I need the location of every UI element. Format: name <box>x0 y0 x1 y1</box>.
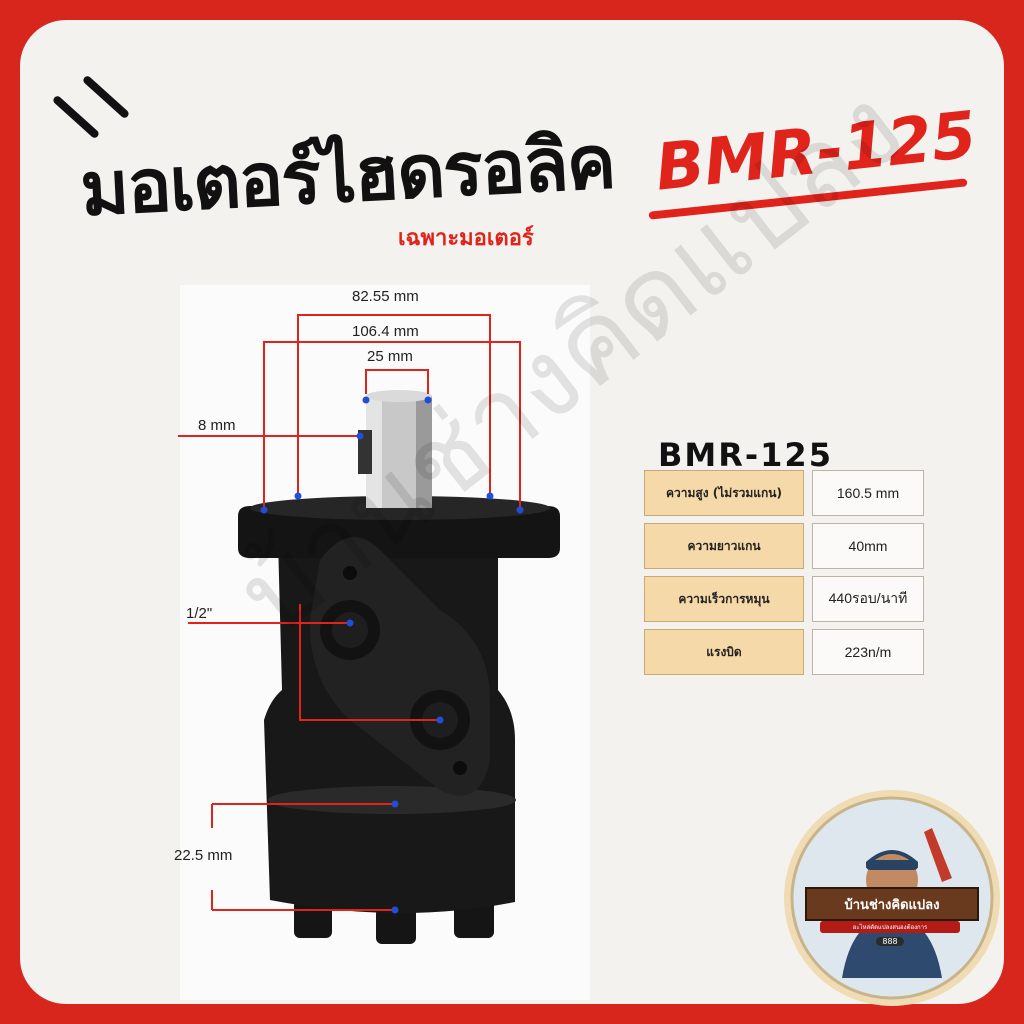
spec-heading: BMR-125 <box>658 436 833 474</box>
spec-label: ความสูง (ไม่รวมแกน) <box>644 470 804 516</box>
dim-port-size: 1/2" <box>186 605 213 622</box>
dimension-lines <box>178 314 521 911</box>
dimension-points <box>260 396 524 914</box>
subtitle: เฉพาะมอเตอร์ <box>398 226 534 251</box>
product-card: มอเตอร์ไฮดรอลิค BMR-125 เฉพาะมอเตอร์ <box>20 20 1004 1004</box>
logo-number: 888 <box>876 937 904 946</box>
dim-top-width: 82.55 mm <box>352 288 419 305</box>
spec-value: 223n/m <box>812 629 924 675</box>
dim-flange-width: 106.4 mm <box>352 323 419 340</box>
spec-row: ความยาวแกน 40mm <box>644 523 924 569</box>
spec-value: 160.5 mm <box>812 470 924 516</box>
spec-value: 40mm <box>812 523 924 569</box>
spec-label: ความยาวแกน <box>644 523 804 569</box>
motor-illustration <box>178 314 560 944</box>
spec-row: แรงบิด 223n/m <box>644 629 924 675</box>
logo-banner: บ้านช่างคิดแปลง <box>805 887 979 921</box>
mounting-flange <box>238 506 560 558</box>
dim-body-height: 22.5 mm <box>174 847 233 864</box>
dim-key-width: 8 mm <box>198 417 236 434</box>
spec-row: ความเร็วการหมุน 440รอบ/นาที <box>644 576 924 622</box>
dim-shaft-width: 25 mm <box>367 348 413 365</box>
spec-label: แรงบิด <box>644 629 804 675</box>
spec-label: ความเร็วการหมุน <box>644 576 804 622</box>
logo-tagline: อะไหล่ดัดแปลงสนองต้องการ <box>820 921 960 933</box>
spec-value: 440รอบ/นาที <box>812 576 924 622</box>
spec-row: ความสูง (ไม่รวมแกน) 160.5 mm <box>644 470 924 516</box>
